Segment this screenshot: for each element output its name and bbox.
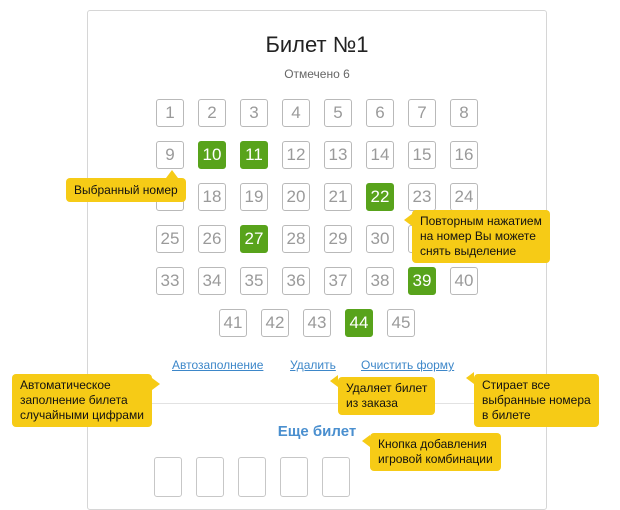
number-cell-19[interactable]: 19	[240, 183, 268, 211]
tooltip-line: заполнение билета	[20, 393, 128, 407]
number-cell-44[interactable]: 44	[345, 309, 373, 337]
number-cell-8[interactable]: 8	[450, 99, 478, 127]
number-cell-18[interactable]: 18	[198, 183, 226, 211]
tooltip-line: игровой комбинации	[378, 452, 493, 466]
number-cell-16[interactable]: 16	[450, 141, 478, 169]
tooltip-arrow	[165, 170, 178, 178]
next-ticket-cell[interactable]	[322, 457, 350, 497]
number-cell-43[interactable]: 43	[303, 309, 331, 337]
tooltip-line: Кнопка добавления	[378, 437, 487, 451]
more-ticket-button[interactable]: Еще билет	[277, 423, 357, 440]
tooltip-delete: Удаляет билет из заказа	[330, 375, 436, 415]
tooltip-arrow	[330, 375, 338, 387]
number-cell-24[interactable]: 24	[450, 183, 478, 211]
number-cell-38[interactable]: 38	[366, 267, 394, 295]
number-cell-6[interactable]: 6	[366, 99, 394, 127]
next-ticket-cell[interactable]	[238, 457, 266, 497]
number-cell-25[interactable]: 25	[156, 225, 184, 253]
tooltip-line: Стирает все	[482, 378, 551, 392]
number-cell-5[interactable]: 5	[324, 99, 352, 127]
number-cell-36[interactable]: 36	[282, 267, 310, 295]
tooltip-line: выбранные номера	[482, 393, 591, 407]
autofill-link[interactable]: Автозаполнение	[172, 358, 264, 372]
clear-form-link[interactable]: Очистить форму	[361, 358, 455, 372]
tooltip-line: в билете	[482, 408, 531, 422]
number-cell-14[interactable]: 14	[366, 141, 394, 169]
number-cell-13[interactable]: 13	[324, 141, 352, 169]
tooltip-more-ticket: Кнопка добавления игровой комбинации	[362, 433, 501, 471]
number-cell-4[interactable]: 4	[282, 99, 310, 127]
tooltip-line: из заказа	[346, 396, 398, 410]
number-cell-27[interactable]: 27	[240, 225, 268, 253]
tooltip-arrow	[404, 214, 412, 226]
tooltip-deselect: Повторным нажатием на номер Вы можете сн…	[404, 210, 550, 263]
number-cell-20[interactable]: 20	[282, 183, 310, 211]
tooltip-line: Повторным нажатием	[420, 214, 542, 228]
number-cell-10[interactable]: 10	[198, 141, 226, 169]
tooltip-autofill: Автоматическое заполнение билета случайн…	[12, 374, 160, 427]
number-cell-28[interactable]: 28	[282, 225, 310, 253]
tooltip-line: случайными цифрами	[20, 408, 144, 422]
number-cell-1[interactable]: 1	[156, 99, 184, 127]
tooltip-arrow	[362, 435, 370, 447]
next-ticket-cell[interactable]	[196, 457, 224, 497]
number-cell-35[interactable]: 35	[240, 267, 268, 295]
next-ticket-cell[interactable]	[280, 457, 308, 497]
tooltip-arrow	[466, 372, 474, 384]
number-cell-11[interactable]: 11	[240, 141, 268, 169]
tooltip-line: Автоматическое	[20, 378, 111, 392]
ticket-title: Билет №1	[265, 32, 369, 57]
selected-count: Отмечено 6	[284, 67, 350, 81]
tooltip-arrow	[151, 378, 160, 390]
number-cell-7[interactable]: 7	[408, 99, 436, 127]
tooltip-line: снять выделение	[420, 244, 517, 258]
number-cell-15[interactable]: 15	[408, 141, 436, 169]
tooltip-clear: Стирает все выбранные номера в билете	[466, 372, 599, 427]
number-cell-39[interactable]: 39	[408, 267, 436, 295]
number-cell-30[interactable]: 30	[366, 225, 394, 253]
number-cell-45[interactable]: 45	[387, 309, 415, 337]
number-cell-23[interactable]: 23	[408, 183, 436, 211]
tooltip-selected-number: Выбранный номер	[66, 170, 186, 202]
tooltip-line: на номер Вы можете	[420, 229, 536, 243]
number-cell-29[interactable]: 29	[324, 225, 352, 253]
number-cell-22[interactable]: 22	[366, 183, 394, 211]
number-cell-2[interactable]: 2	[198, 99, 226, 127]
tooltip-text: Выбранный номер	[74, 183, 178, 197]
number-cell-33[interactable]: 33	[156, 267, 184, 295]
number-cell-37[interactable]: 37	[324, 267, 352, 295]
tooltip-line: Удаляет билет	[346, 381, 428, 395]
card-divider	[87, 403, 547, 404]
delete-link[interactable]: Удалить	[290, 358, 336, 372]
number-cell-26[interactable]: 26	[198, 225, 226, 253]
number-cell-42[interactable]: 42	[261, 309, 289, 337]
number-cell-9[interactable]: 9	[156, 141, 184, 169]
number-cell-34[interactable]: 34	[198, 267, 226, 295]
number-cell-3[interactable]: 3	[240, 99, 268, 127]
next-ticket-cell[interactable]	[154, 457, 182, 497]
number-cell-21[interactable]: 21	[324, 183, 352, 211]
number-cell-40[interactable]: 40	[450, 267, 478, 295]
number-cell-41[interactable]: 41	[219, 309, 247, 337]
number-cell-12[interactable]: 12	[282, 141, 310, 169]
